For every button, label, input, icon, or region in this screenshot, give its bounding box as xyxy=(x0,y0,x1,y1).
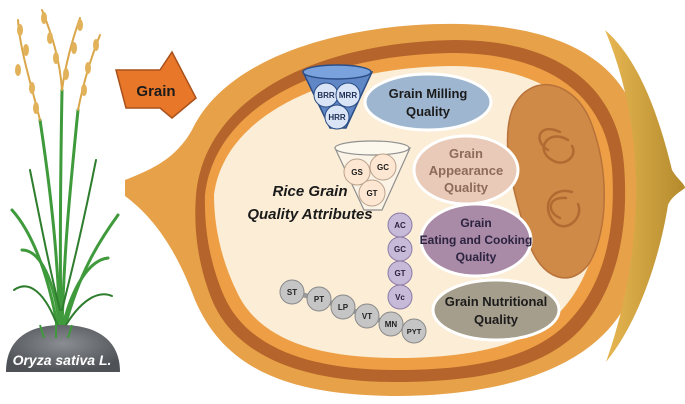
eating-item-gc: GC xyxy=(394,245,406,254)
appearance-item-gt: GT xyxy=(366,189,377,198)
eating-quality-line1: Grain xyxy=(460,216,491,230)
milling-item-brr: BRR xyxy=(317,91,335,100)
nutri-item-vt: VT xyxy=(362,312,372,321)
rice-plant xyxy=(10,9,120,332)
eating-quality-line3: Quality xyxy=(456,250,497,264)
nutri-item-st: ST xyxy=(287,288,297,297)
eating-quality-line2: Eating and Cooking xyxy=(420,233,533,247)
milling-quality-line1: Grain Milling xyxy=(389,86,468,101)
grain-arrow-label: Grain xyxy=(136,83,175,100)
milling-quality-line2: Quality xyxy=(406,104,451,119)
eating-quality-ellipse xyxy=(419,202,533,278)
nutritional-quality-line2: Quality xyxy=(474,312,519,327)
nutri-item-pyt: PYT xyxy=(407,327,422,336)
milling-item-mrr: MRR xyxy=(339,91,357,100)
nutri-item-pt: PT xyxy=(314,295,324,304)
milling-item-hrr: HRR xyxy=(328,113,346,122)
appearance-funnel xyxy=(334,140,411,211)
nutritional-quality-line1: Grain Nutritional xyxy=(445,294,548,309)
appearance-item-gs: GS xyxy=(351,168,363,177)
eating-chain xyxy=(387,212,413,310)
nutri-item-mn: MN xyxy=(385,320,398,329)
center-title-line2: Quality Attributes xyxy=(247,206,372,223)
eating-item-vc: Vc xyxy=(395,293,405,302)
nutritional-quality-ellipse xyxy=(431,278,561,342)
center-title-line1: Rice Grain xyxy=(272,183,347,200)
grain-awn xyxy=(605,30,685,362)
plant-species-label: Oryza sativa L. xyxy=(13,352,112,368)
appearance-quality-line2: Appearance xyxy=(429,163,503,178)
appearance-quality-line3: Quality xyxy=(444,180,489,195)
appearance-quality-line1: Grain xyxy=(449,146,483,161)
eating-item-ac: AC xyxy=(394,221,406,230)
soil-mound xyxy=(6,323,120,372)
milling-quality-ellipse xyxy=(363,72,493,132)
milling-funnel xyxy=(301,64,374,130)
grain-arrow xyxy=(115,50,197,119)
nutritional-chain xyxy=(279,279,427,344)
eating-item-gt: GT xyxy=(394,269,405,278)
appearance-item-gc: GC xyxy=(377,163,389,172)
nutri-item-lp: LP xyxy=(338,303,349,312)
